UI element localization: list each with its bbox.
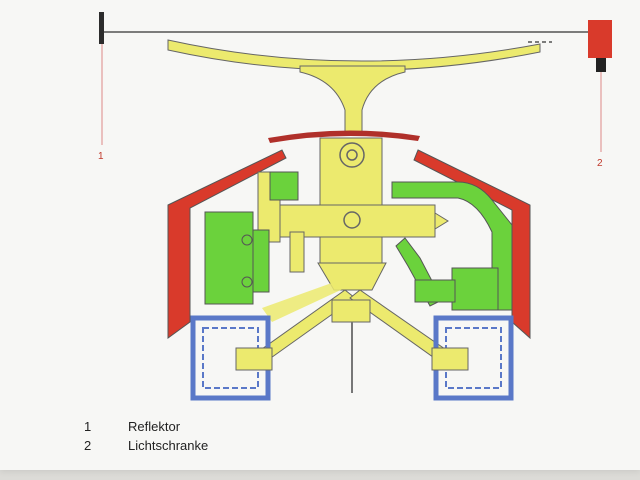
legend-row: 2 Lichtschranke — [84, 436, 208, 455]
left-motor-flange — [252, 229, 270, 293]
light-barrier-base — [596, 58, 606, 72]
legend-number: 1 — [84, 419, 92, 434]
left-red-guard — [167, 149, 287, 339]
left-motor-bolt-bottom — [241, 276, 253, 288]
upper-bearing-inner — [346, 149, 358, 161]
light-barrier-element — [588, 20, 612, 58]
legend-label: Reflektor — [128, 419, 181, 434]
machine-cross-section-diagram — [99, 12, 612, 401]
legend-row: 1 Reflektor — [84, 417, 208, 436]
left-motor-block — [204, 211, 254, 305]
callout-number-2: 2 — [597, 158, 603, 169]
left-motor-top — [269, 171, 299, 201]
left-foot — [235, 347, 273, 371]
legend: 1 Reflektor 2 Lichtschranke — [84, 417, 208, 455]
legend-label: Lichtschranke — [128, 438, 209, 453]
central-funnel — [299, 65, 406, 136]
beam-tip — [434, 212, 449, 230]
right-green-arm — [391, 181, 513, 311]
left-motor-bolt-top — [241, 234, 253, 246]
legend-number: 2 — [84, 438, 92, 453]
upper-bearing — [339, 142, 365, 168]
center-bearing — [343, 211, 361, 229]
top-cap — [268, 130, 420, 143]
left-bracket-bolt — [289, 231, 305, 273]
left-diagonal-beam — [262, 280, 345, 322]
center-block — [331, 299, 371, 323]
top-wing-bar — [167, 39, 541, 71]
central-body — [319, 137, 383, 264]
reflector-element — [99, 12, 104, 44]
right-bracket — [414, 279, 456, 303]
callout-number-1: 1 — [98, 151, 104, 162]
right-motor-block — [451, 267, 499, 311]
right-foot — [431, 347, 469, 371]
